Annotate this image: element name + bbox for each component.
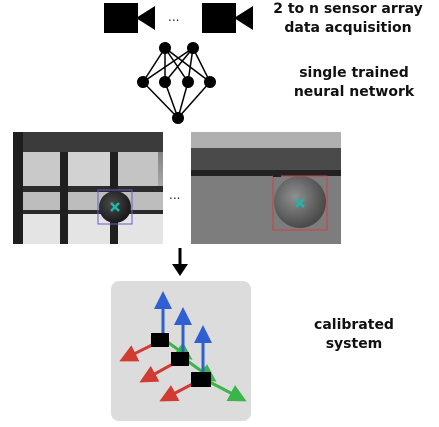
image-ellipsis: ... bbox=[169, 188, 181, 202]
acquisition-label-line1: 2 to n sensor array bbox=[273, 1, 423, 17]
cross-marker-icon bbox=[110, 202, 120, 212]
network-label-line1: single trained bbox=[299, 65, 409, 81]
calibrated-label: calibrated system bbox=[296, 316, 412, 354]
network-label-line2: neural network bbox=[293, 84, 415, 100]
calibrated-label-line2: system bbox=[325, 336, 383, 352]
camera-ellipsis: ... bbox=[168, 10, 180, 24]
network-label: single trained neural network bbox=[266, 64, 439, 102]
neural-network-icon bbox=[142, 47, 211, 119]
camera-icon bbox=[191, 372, 211, 387]
calibrated-label-line1: calibrated bbox=[314, 317, 394, 333]
arrow-down-icon bbox=[172, 248, 188, 276]
sensor-image-right bbox=[191, 132, 341, 244]
cross-marker-icon bbox=[295, 198, 305, 208]
sensor-image-left bbox=[13, 132, 163, 244]
network-nodes bbox=[137, 42, 216, 124]
camera-frame-3 bbox=[159, 325, 247, 402]
camera-icon bbox=[151, 333, 169, 347]
acquisition-label-line2: data acquisition bbox=[284, 20, 412, 36]
video-camera-icon bbox=[202, 3, 253, 33]
video-camera-icon bbox=[104, 3, 155, 33]
camera-icon bbox=[171, 352, 189, 366]
acquisition-label: 2 to n sensor array data acquisition bbox=[258, 0, 438, 38]
